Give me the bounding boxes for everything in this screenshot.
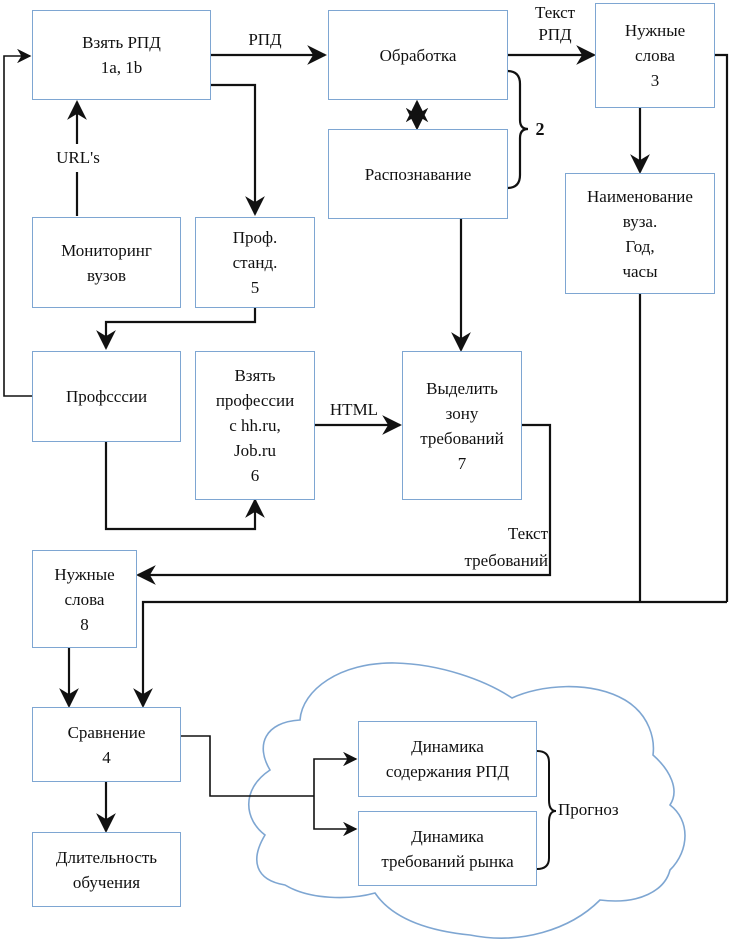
- box-dynamics-market-label: Динамика требований рынка: [381, 826, 514, 871]
- box-duration[interactable]: Длительность обучения: [32, 832, 181, 907]
- label-requirements-text: Текст требований: [464, 524, 548, 570]
- label-rpd: РПД: [248, 30, 282, 49]
- box-university-name[interactable]: Наименование вуза. Год, часы: [565, 173, 715, 294]
- box-take-professions-label: Взять профессии с hh.ru, Job.ru 6: [215, 366, 295, 485]
- forecast-cloud: [247, 662, 686, 939]
- edge-rpd-to-profstandard: [210, 83, 265, 216]
- box-dynamics-rpd-label: Динамика содержания РПД: [385, 737, 510, 781]
- box-needed-words-8[interactable]: Нужные слова 8: [32, 550, 137, 648]
- box-duration-label: Длительность обучения: [55, 847, 158, 892]
- box-processing[interactable]: Обработка: [328, 10, 508, 100]
- edge-professions-to-rpd: [3, 48, 32, 397]
- box-professions[interactable]: Профсссии: [32, 351, 181, 442]
- label-forecast: Прогноз: [558, 800, 619, 819]
- box-dynamics-market[interactable]: Динамика требований рынка: [358, 811, 537, 886]
- box-recognition-label: Распознавание: [364, 164, 472, 184]
- box-professions-label: Профсссии: [65, 387, 148, 406]
- brace-group-2: [506, 69, 529, 190]
- box-monitoring[interactable]: Мониторинг вузов: [32, 217, 181, 308]
- box-extract-zone-label: Выделить зону требований 7: [420, 378, 504, 473]
- box-comparison[interactable]: Сравнение 4: [32, 707, 181, 782]
- label-html: HTML: [329, 400, 379, 419]
- box-take-professions[interactable]: Взять профессии с hh.ru, Job.ru 6: [195, 351, 315, 500]
- box-needed-words-3-label: Нужные слова 3: [624, 21, 686, 90]
- box-dynamics-rpd[interactable]: Динамика содержания РПД: [358, 721, 537, 797]
- box-monitoring-label: Мониторинг вузов: [61, 240, 152, 285]
- box-processing-label: Обработка: [379, 45, 457, 65]
- edge-words3-right: [714, 53, 729, 602]
- box-extract-zone[interactable]: Выделить зону требований 7: [402, 351, 522, 500]
- label-group-2: 2: [535, 119, 545, 139]
- box-take-rpd-label: Взять РПД 1a, 1b: [82, 33, 161, 77]
- box-needed-words-3[interactable]: Нужные слова 3: [595, 3, 715, 108]
- box-comparison-label: Сравнение 4: [67, 722, 146, 767]
- box-recognition[interactable]: Распознавание: [328, 129, 508, 219]
- brace-forecast: [536, 750, 557, 870]
- edge-to-dynamics-rpd: [313, 751, 358, 796]
- edge-professions-to-take: [104, 441, 265, 531]
- box-prof-standard-label: Проф. станд. 5: [232, 228, 278, 297]
- edge-comparison-to-dynamics: [180, 735, 314, 797]
- label-rpd-text: Текст РПД: [534, 3, 576, 44]
- edge-requirements-text: [136, 423, 552, 585]
- edge-profstandard-to-professions: [96, 307, 257, 350]
- box-prof-standard[interactable]: Проф. станд. 5: [195, 217, 315, 308]
- box-university-name-label: Наименование вуза. Год, часы: [587, 186, 693, 281]
- edge-to-dynamics-market: [313, 796, 358, 837]
- box-take-rpd[interactable]: Взять РПД 1a, 1b: [32, 10, 211, 100]
- box-needed-words-8-label: Нужные слова 8: [54, 564, 115, 634]
- edge-to-comparison: [133, 600, 727, 708]
- label-urls: URL's: [48, 146, 108, 170]
